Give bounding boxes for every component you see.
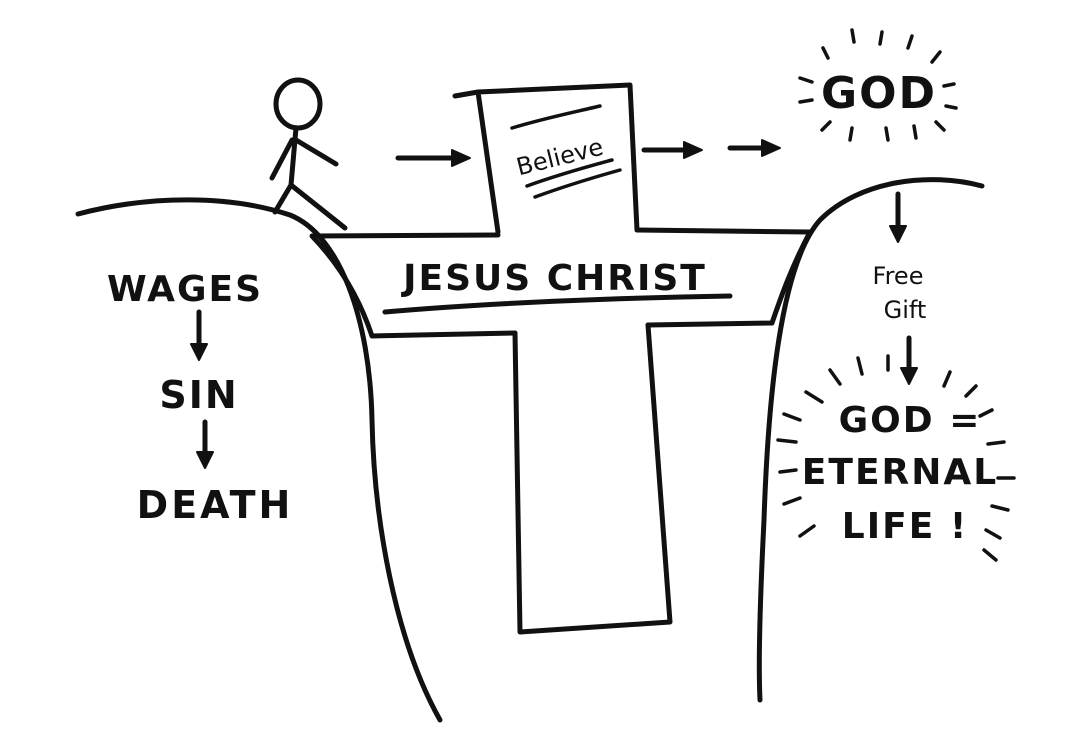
jesus-christ-label: JESUS CHRIST bbox=[400, 258, 707, 299]
stick-figure bbox=[269, 77, 348, 231]
arrow-god-gift bbox=[889, 191, 907, 243]
believe-topline bbox=[510, 104, 602, 130]
cross-post bbox=[452, 82, 673, 635]
life-label: LIFE ! bbox=[842, 506, 968, 547]
jesus-christ-underline bbox=[382, 293, 733, 315]
free-label: Free bbox=[873, 262, 924, 290]
god-rays bbox=[798, 28, 958, 142]
god-equals-label: GOD = bbox=[839, 400, 982, 441]
eternal-label: ETERNAL bbox=[802, 452, 998, 493]
cross-beam bbox=[309, 227, 813, 339]
arrow-to-cross bbox=[395, 149, 471, 167]
right-cliff bbox=[756, 177, 985, 703]
eternal-life-rays bbox=[776, 354, 1016, 562]
god-label: GOD bbox=[821, 68, 937, 119]
gift-label: Gift bbox=[884, 296, 927, 324]
death-label: DEATH bbox=[137, 483, 294, 527]
wages-label: WAGES bbox=[107, 269, 263, 310]
believe-underline bbox=[525, 158, 622, 199]
arrow-wages-sin bbox=[190, 309, 208, 361]
sin-label: SIN bbox=[159, 373, 238, 417]
arrow-gift-life bbox=[900, 335, 918, 385]
arrow-from-cross bbox=[641, 141, 703, 159]
arrow-to-god bbox=[727, 139, 781, 157]
left-cliff bbox=[75, 197, 443, 723]
arrow-sin-death bbox=[196, 419, 214, 469]
